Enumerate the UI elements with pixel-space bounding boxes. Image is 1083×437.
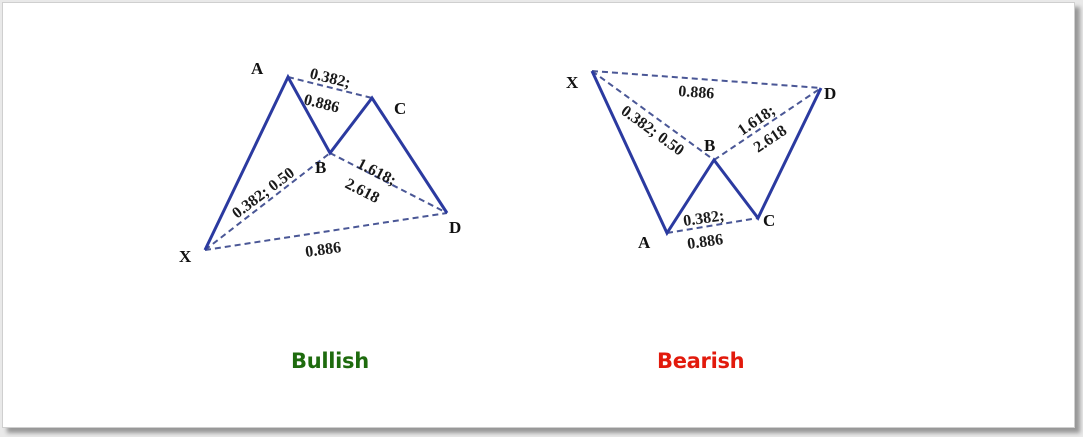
bullish-xd-ratio-line xyxy=(204,212,448,251)
bearish-xb-ratio-line xyxy=(591,70,715,161)
bearish-xd-ratio-line xyxy=(591,70,822,89)
bullish-bd-ratio-line xyxy=(329,152,448,214)
bearish-ac-ratio-line xyxy=(666,217,759,234)
bearish-pattern: X A B C D 0.886 0.382; 0.50 1.618; 2.618… xyxy=(566,70,836,253)
bullish-point-c: C xyxy=(394,99,406,118)
bullish-point-b: B xyxy=(315,158,326,177)
bearish-point-d: D xyxy=(824,84,836,103)
bearish-ac-ratio-label-2: 0.886 xyxy=(686,231,724,253)
bullish-point-a: A xyxy=(251,59,264,78)
bearish-point-a: A xyxy=(638,233,651,252)
bullish-pattern: X A B C D 0.382; 0.886 0.382; 0.50 1.618… xyxy=(179,59,461,266)
bearish-point-c: C xyxy=(763,211,775,230)
bullish-xd-ratio-label: 0.886 xyxy=(304,239,342,261)
bearish-bd-ratio-line xyxy=(713,87,822,161)
bullish-xb-ratio-label: 0.382; 0.50 xyxy=(229,164,298,222)
bullish-caption: Bullish xyxy=(291,349,369,373)
bearish-xd-ratio-label: 0.886 xyxy=(678,83,715,102)
bullish-pattern-legs xyxy=(203,73,449,251)
bullish-ac-ratio-line xyxy=(287,76,373,99)
bullish-point-d: D xyxy=(449,218,461,237)
bearish-point-x: X xyxy=(566,73,579,92)
pattern-card xyxy=(2,2,1075,428)
bullish-point-x: X xyxy=(179,247,192,266)
bearish-pattern-legs xyxy=(590,70,823,237)
bearish-ac-ratio-label-1: 0.382; xyxy=(682,207,725,230)
bearish-caption: Bearish xyxy=(657,349,745,373)
bearish-point-b: B xyxy=(704,136,715,155)
bullish-xb-ratio-line xyxy=(204,152,331,251)
